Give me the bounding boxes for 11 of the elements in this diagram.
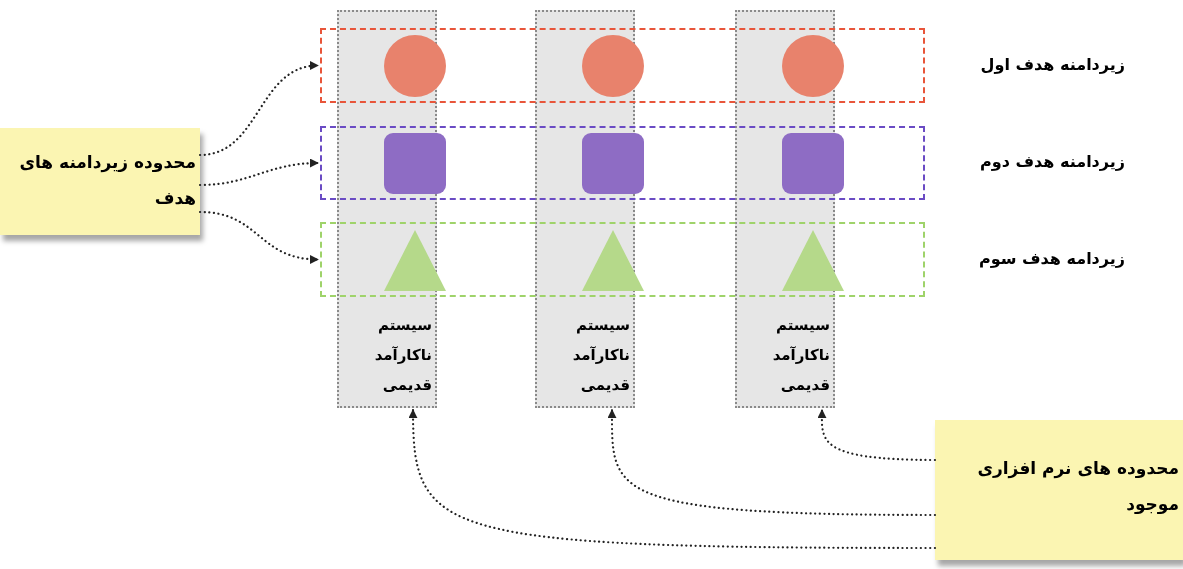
band-label: زیردامه هدف سوم [978, 248, 1125, 268]
dotted-arrow [198, 210, 320, 264]
band-label: زیردامنه هدف دوم [980, 152, 1125, 171]
dotted-arrow [408, 408, 937, 550]
dotted-arrow [198, 62, 320, 157]
dotted-arrow [817, 408, 937, 462]
sticky-note: محدوده زیردامنه های هدف [0, 128, 200, 235]
dotted-arrow [607, 408, 937, 517]
dotted-arrow [198, 158, 320, 187]
sticky-note: محدوده های نرم افزاری موجود [935, 420, 1183, 560]
band-label: زیردامنه هدف اول [980, 54, 1125, 74]
